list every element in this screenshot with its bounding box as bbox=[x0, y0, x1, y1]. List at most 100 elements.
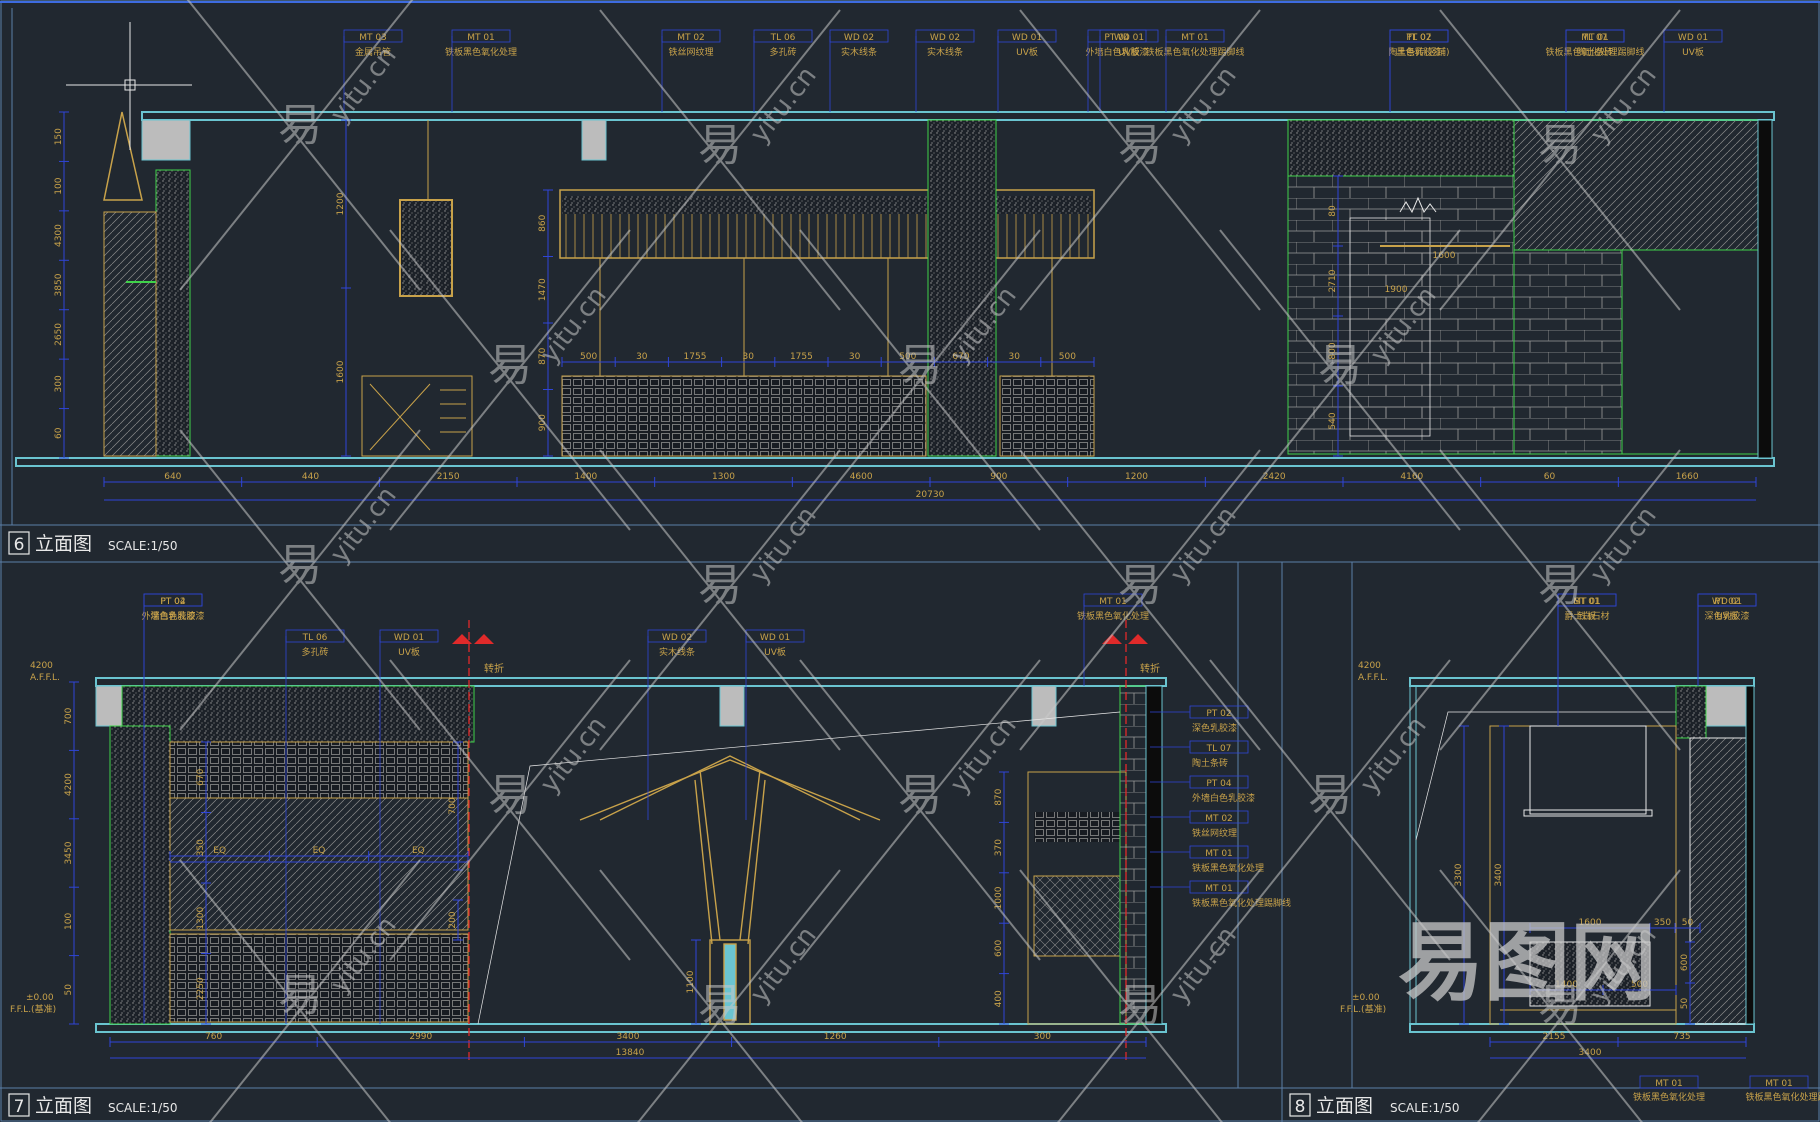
dimension-label: 3450 bbox=[64, 841, 74, 864]
dark-header bbox=[1287, 119, 1515, 177]
watermark-url: yitu.cn bbox=[745, 501, 823, 589]
material-name: 铁丝网纹理 bbox=[668, 46, 713, 58]
material-code: MT 01 bbox=[1205, 884, 1233, 894]
watermark-glyph: 易 bbox=[1538, 980, 1582, 1031]
material-code: WD 01 bbox=[1678, 33, 1708, 43]
dimension-label: 1600 bbox=[1433, 251, 1456, 261]
material-name: UV板 bbox=[1716, 610, 1738, 622]
watermark-glyph: 易 bbox=[278, 970, 322, 1021]
dimension-label: 870 bbox=[994, 788, 1004, 805]
material-code: WD 01 bbox=[1712, 597, 1742, 607]
watermark-url: yitu.cn bbox=[1585, 501, 1663, 589]
material-code: TL 06 bbox=[302, 633, 328, 643]
watermark-url: yitu.cn bbox=[1355, 711, 1433, 799]
umbrella-tree bbox=[579, 755, 881, 1025]
left-wall-line bbox=[1409, 685, 1417, 1025]
ffl-level: ±0.00 bbox=[26, 993, 54, 1003]
material-code: TL 07 bbox=[1582, 33, 1608, 43]
dimension-label: 350 bbox=[1654, 918, 1671, 928]
dimension-label: 50 bbox=[1682, 918, 1694, 928]
material-name: 黑色乳胶漆 bbox=[1396, 46, 1441, 58]
dimension-label: 735 bbox=[1673, 1032, 1690, 1042]
watermark-glyph: 易 bbox=[1308, 770, 1352, 821]
dimension-label: 100 bbox=[54, 177, 64, 194]
dark-panel bbox=[1513, 119, 1759, 251]
watermark-glyph: 易 bbox=[1118, 120, 1162, 171]
hood bbox=[1529, 725, 1647, 815]
plain-wall bbox=[1621, 249, 1759, 455]
material-name: 实木线条 bbox=[659, 646, 695, 658]
material-name: 深色乳胶漆 bbox=[150, 610, 195, 622]
triangle-sign bbox=[103, 111, 143, 201]
material-name: 外墙白色乳胶漆 bbox=[1192, 792, 1255, 804]
dimension-label: 640 bbox=[164, 472, 181, 482]
pendant-panel bbox=[399, 199, 453, 297]
dimension-total: 13840 bbox=[616, 1048, 645, 1058]
wood-grain-panel bbox=[1689, 737, 1747, 1025]
dimension-label: 870 bbox=[538, 347, 548, 364]
dimension-label: 50 bbox=[1680, 998, 1690, 1010]
material-code: WD 02 bbox=[662, 633, 692, 643]
dimension-label: 4300 bbox=[54, 224, 64, 247]
dimension-label: 60 bbox=[54, 427, 64, 439]
dimension-label: 1100 bbox=[686, 970, 696, 993]
beam bbox=[719, 685, 745, 727]
ffl-label: F.F.L.(基准) bbox=[1340, 1003, 1386, 1015]
right-wall-end bbox=[1745, 685, 1755, 1025]
dimension-label: 540 bbox=[1328, 412, 1338, 429]
panel-scale: SCALE:1/50 bbox=[108, 1101, 177, 1115]
lower-cabinet-tiles bbox=[169, 933, 469, 1023]
material-code: TL 06 bbox=[770, 33, 796, 43]
dimension-label: 30 bbox=[1008, 352, 1020, 362]
watermark-url: yitu.cn bbox=[1165, 61, 1243, 149]
dimension-label: 760 bbox=[205, 1032, 222, 1042]
dimension-label: 900 bbox=[990, 472, 1007, 482]
material-name: UV板 bbox=[1016, 46, 1038, 58]
dimension-label: 2250 bbox=[196, 977, 206, 1000]
dimension-label: 500 bbox=[899, 352, 916, 362]
material-code: MT 01 bbox=[1573, 597, 1601, 607]
section-marker-right bbox=[1102, 634, 1148, 644]
dimension-label: 2710 bbox=[1328, 269, 1338, 292]
material-name: 实木线条 bbox=[841, 46, 877, 58]
material-name: 深色乳胶漆 bbox=[1192, 722, 1237, 734]
dimension-total: 3400 bbox=[1579, 1048, 1602, 1058]
elevation-6[interactable]: 6404402150140013004600900120024204160601… bbox=[15, 29, 1775, 501]
material-name: 爵士白石材 bbox=[1564, 610, 1609, 622]
beam bbox=[141, 119, 191, 161]
material-code: WD 02 bbox=[930, 33, 960, 43]
dimension-label: 1600 bbox=[1579, 918, 1602, 928]
bar-counter-tiles-right bbox=[999, 375, 1095, 457]
dimension-label: 440 bbox=[302, 472, 319, 482]
dimension-label: 670 bbox=[196, 768, 206, 785]
dimension-lines-8 bbox=[1459, 725, 1747, 1059]
dimension-label: 500 bbox=[580, 352, 597, 362]
material-name: 铁板黑色氧化处理 bbox=[1192, 862, 1264, 874]
material-name: 铁板黑色氧化处理 bbox=[1633, 1091, 1705, 1103]
dimension-label: 1400 bbox=[1555, 980, 1578, 990]
material-code: WD 01 bbox=[760, 633, 790, 643]
material-name: 铁板黑色氧化处理 bbox=[1077, 610, 1149, 622]
dimension-label: 100 bbox=[64, 913, 74, 930]
afl-level: 4200 bbox=[1358, 661, 1381, 671]
dimension-label: 1200 bbox=[336, 192, 346, 215]
dimension-label: 400 bbox=[994, 990, 1004, 1007]
dimension-lines-7 bbox=[69, 681, 1147, 1059]
panel-number: 6 bbox=[14, 535, 25, 555]
watermark-glyph: 易 bbox=[898, 770, 942, 821]
dimension-label: 1600 bbox=[336, 360, 346, 383]
material-name: 铁板黑色氧化处理踢脚线 bbox=[1545, 46, 1644, 58]
dimension-label: 1300 bbox=[196, 907, 206, 930]
material-name: 陶土条砖(竖铺) bbox=[1388, 46, 1449, 58]
material-code: PT 02 bbox=[1406, 33, 1431, 43]
material-code: PT 04 bbox=[1104, 33, 1130, 43]
material-code: MT 01 bbox=[1181, 33, 1209, 43]
panel-title: 立面图 bbox=[35, 1095, 92, 1117]
material-name: UV板 bbox=[398, 646, 420, 658]
column-cladding bbox=[103, 211, 157, 457]
dimension-label: 3850 bbox=[54, 273, 64, 296]
